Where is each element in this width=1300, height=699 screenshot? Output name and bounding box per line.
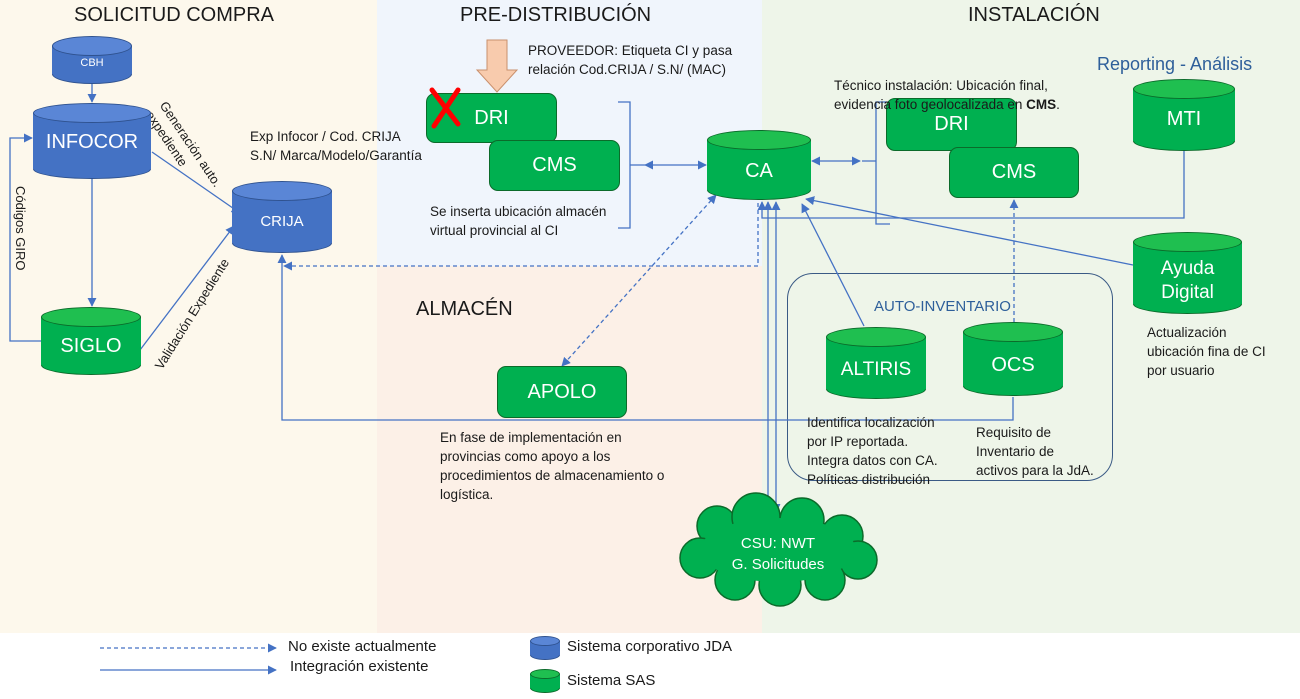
bracket-inst <box>862 101 890 225</box>
arrow-altiris-ca <box>801 203 865 327</box>
zone-title-instalacion: INSTALACIÓN <box>968 4 1100 26</box>
arrow-siglo-crija <box>139 225 235 351</box>
cms-inst-label: CMS <box>991 161 1037 183</box>
auto-inventario-group <box>787 273 1113 481</box>
arrow-ca-crija-dashed <box>283 196 759 271</box>
cms-instalacion-box[interactable]: CMS <box>949 147 1079 198</box>
arrow-mti-ca <box>757 150 1185 219</box>
apolo-note: En fase de implementación en provincias … <box>440 430 665 502</box>
dri-predistribucion-box[interactable]: DRI <box>426 93 557 143</box>
mti-database[interactable]: MTI <box>1133 79 1235 151</box>
ca-database[interactable]: CA <box>707 130 811 200</box>
mti-label: MTI <box>1166 108 1202 130</box>
legend-green-icon <box>530 669 560 693</box>
ayuda-digital-database[interactable]: Ayuda Digital <box>1133 232 1242 314</box>
legend-green-label: Sistema SAS <box>567 672 656 689</box>
legend-blue-label: Sistema corporativo JDA <box>567 638 733 655</box>
bracket-pre <box>618 101 645 229</box>
csu-label-line2: G. Solicitudes <box>731 556 825 573</box>
dri-pre-label: DRI <box>474 106 509 129</box>
infocor-label: INFOCOR <box>45 131 139 153</box>
infocor-database[interactable]: INFOCOR <box>33 103 151 179</box>
ca-label: CA <box>745 160 773 182</box>
arrow-ayuda-ca <box>805 196 1134 266</box>
altiris-label: ALTIRIS <box>840 359 912 380</box>
reporting-label: Reporting - Análisis <box>1097 54 1253 74</box>
ayuda-digital-label: Ayuda Digital <box>1160 258 1215 303</box>
se-inserta-note: Se inserta ubicación almacén virtual pro… <box>430 204 607 238</box>
arrow-ocs-crija <box>277 254 1014 421</box>
arrow-ca-apolo-dashed <box>561 194 717 367</box>
legend-blue-icon <box>530 636 560 660</box>
proveedor-note: PROVEEDOR: Etiqueta CI y pasa relación C… <box>528 43 733 77</box>
zone-title-almacen: ALMACÉN <box>416 298 513 320</box>
cbh-label: CBH <box>80 57 104 69</box>
cms-pre-label: CMS <box>532 154 577 176</box>
crija-database[interactable]: CRIJA <box>232 181 332 253</box>
csu-label-line1: CSU: NWT <box>740 535 816 552</box>
crija-label: CRIJA <box>260 213 304 230</box>
tecnico-text: Técnico instalación: Ubicación final, ev… <box>834 78 1048 112</box>
apolo-box[interactable]: APOLO <box>497 366 627 418</box>
actualizacion-note: Actualización ubicación fina de CI por u… <box>1147 325 1266 378</box>
zone-title-predistribucion: PRE-DISTRIBUCIÓN <box>460 4 652 26</box>
cms-predistribucion-box[interactable]: CMS <box>489 140 620 191</box>
ocs-label: OCS <box>991 354 1035 376</box>
proveedor-arrow <box>475 39 519 93</box>
siglo-label: SIGLO <box>60 335 122 357</box>
tecnico-note: Técnico instalación: Ubicación final, ev… <box>834 78 1060 112</box>
altiris-note: Identifica localización por IP reportada… <box>807 415 938 487</box>
tecnico-bold: CMS <box>1026 97 1057 112</box>
arrow-siglo-infocor <box>9 133 42 342</box>
arrow-infocor-crija <box>151 151 241 214</box>
cbh-database[interactable]: CBH <box>52 36 132 84</box>
auto-inventario-label: AUTO-INVENTARIO <box>874 298 1011 315</box>
ocs-database[interactable]: OCS <box>963 322 1063 396</box>
legend-solid-label: Integración existente <box>290 658 429 675</box>
exp-infocor-note: Exp Infocor / Cod. CRIJA S.N/ Marca/Mode… <box>250 129 422 163</box>
legend-dashed-label: No existe actualmente <box>288 638 437 655</box>
codigos-giro-label: Códigos GIRO <box>13 186 28 271</box>
zone-title-solicitud: SOLICITUD COMPRA <box>74 4 275 26</box>
ocs-note: Requisito de Inventario de activos para … <box>976 425 1094 478</box>
altiris-database[interactable]: ALTIRIS <box>826 327 926 399</box>
dri-instalacion-box[interactable]: DRI <box>886 98 1017 151</box>
csu-label[interactable]: CSU: NWT G. Solicitudes <box>700 533 856 575</box>
apolo-label: APOLO <box>527 380 597 403</box>
dri-inst-label: DRI <box>934 113 969 135</box>
siglo-database[interactable]: SIGLO <box>41 307 141 375</box>
